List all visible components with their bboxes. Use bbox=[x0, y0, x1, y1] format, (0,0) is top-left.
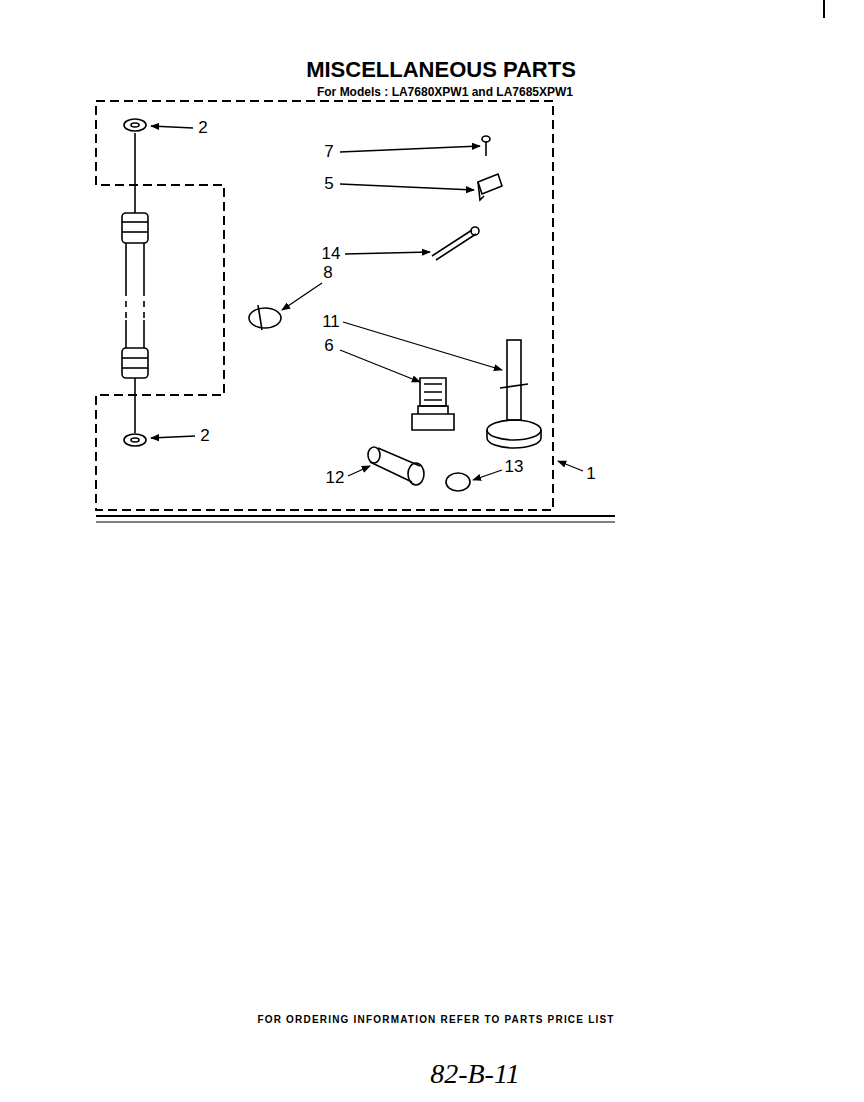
callout-number: 11 bbox=[322, 313, 340, 332]
rule-line bbox=[96, 515, 615, 517]
callout-number: 8 bbox=[323, 264, 332, 283]
handwritten-code: 82-B-11 bbox=[430, 1059, 520, 1090]
callout-number: 5 bbox=[324, 175, 333, 194]
callout-number: 2 bbox=[200, 427, 209, 446]
callout-number: 12 bbox=[326, 469, 345, 488]
callout-number: 6 bbox=[324, 337, 333, 356]
footer-note: FOR ORDERING INFORMATION REFER TO PARTS … bbox=[257, 1014, 614, 1025]
callout-number: 2 bbox=[198, 119, 207, 138]
model-line: For Models : LA7680XPW1 and LA7685XPW1 bbox=[317, 86, 573, 99]
diagram-title: MISCELLANEOUS PARTS bbox=[306, 58, 576, 82]
rule-line bbox=[96, 522, 615, 523]
callout-number: 14 bbox=[322, 245, 341, 264]
small-parts bbox=[249, 136, 541, 491]
callout-number: 7 bbox=[324, 143, 333, 162]
callout-number: 1 bbox=[586, 465, 595, 484]
scan-mark bbox=[823, 0, 825, 18]
fill-hose bbox=[122, 119, 148, 446]
kit-outline bbox=[96, 101, 553, 510]
callout-number: 13 bbox=[505, 458, 524, 477]
leader-lines bbox=[151, 126, 583, 480]
